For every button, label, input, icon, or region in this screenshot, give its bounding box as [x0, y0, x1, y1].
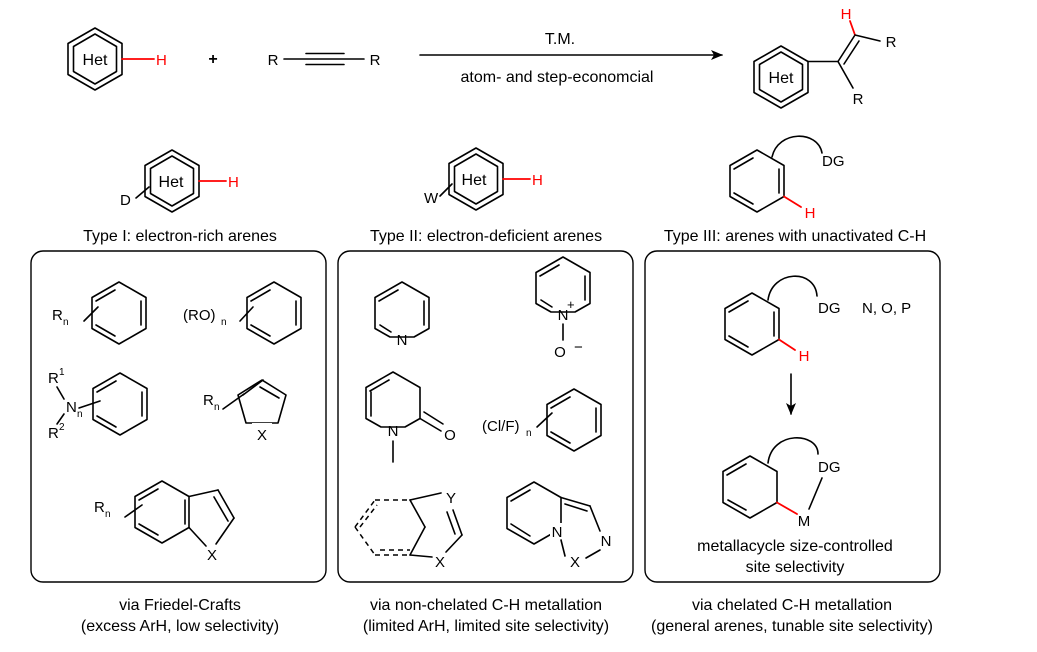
- svg-text:N: N: [601, 533, 612, 550]
- type3-dg: DG: [822, 153, 845, 170]
- panel1-five-membered: R n X: [203, 379, 287, 444]
- svg-text:N: N: [558, 307, 569, 324]
- type1-caption-line2: (excess ArH, low selectivity): [81, 618, 279, 635]
- svg-text:R: R: [52, 307, 63, 324]
- panel2-pyridine-n-oxide: N + O −: [535, 256, 591, 361]
- svg-text:N, O, P: N, O, P: [862, 300, 911, 317]
- svg-text:R: R: [94, 499, 105, 516]
- panel2-pyridone: N O: [365, 371, 456, 463]
- alkyne-r-right: R: [370, 52, 381, 69]
- type2-w: W: [424, 190, 439, 207]
- svg-text:n: n: [63, 317, 69, 328]
- type2-caption-line2: (limited ArH, limited site selectivity): [363, 618, 609, 635]
- panel-type3: [644, 250, 941, 583]
- plus-sign: +: [208, 51, 217, 68]
- reactant-heteroarene: Het H: [67, 27, 167, 91]
- svg-text:n: n: [221, 317, 227, 328]
- reactant-alkyne: R R: [268, 52, 381, 69]
- panel3-caption-line1: metallacycle size-controlled: [697, 538, 893, 555]
- svg-text:O: O: [554, 344, 566, 361]
- type1-het: Het: [159, 174, 184, 191]
- svg-text:(Cl/F): (Cl/F): [482, 418, 520, 435]
- product-h-label: H: [841, 6, 852, 23]
- svg-text:O: O: [444, 427, 456, 444]
- svg-text:1: 1: [59, 367, 65, 378]
- panel3-caption-line2: site selectivity: [746, 559, 845, 576]
- svg-text:2: 2: [59, 422, 65, 433]
- type3-structure: DG H: [729, 135, 845, 222]
- svg-text:n: n: [105, 509, 111, 520]
- type1-h: H: [228, 174, 239, 191]
- svg-text:N: N: [66, 399, 77, 416]
- svg-text:n: n: [77, 409, 83, 420]
- svg-text:M: M: [798, 513, 811, 530]
- type1-structure: H Het D: [120, 149, 239, 213]
- type3-h: H: [805, 205, 816, 222]
- type1-d: D: [120, 192, 131, 209]
- panel-type1: [30, 250, 327, 583]
- svg-text:n: n: [526, 428, 532, 439]
- svg-text:N: N: [388, 423, 399, 440]
- panel2-pyrido-fused: N X N: [506, 481, 612, 571]
- alkyne-r-left: R: [268, 52, 279, 69]
- type3-title: Type III: arenes with unactivated C-H: [664, 228, 926, 245]
- svg-text:+: +: [567, 297, 575, 312]
- type3-caption-line2: (general arenes, tunable site selectivit…: [651, 618, 933, 635]
- arrow-label-above: T.M.: [545, 31, 575, 48]
- svg-text:DG: DG: [818, 300, 841, 317]
- svg-text:X: X: [207, 547, 217, 564]
- type3-caption-line1: via chelated C-H metallation: [692, 597, 892, 614]
- type2-h: H: [532, 172, 543, 189]
- svg-text:(RO): (RO): [183, 307, 216, 324]
- product-alkene: Het H R R: [753, 6, 897, 109]
- svg-text:H: H: [799, 348, 810, 365]
- product-r-bottom: R: [853, 91, 864, 108]
- panel2-halobenzene: (Cl/F) n: [482, 388, 602, 452]
- h-label: H: [156, 52, 167, 69]
- panel1-alkoxybenzene: (RO) n: [183, 281, 302, 345]
- svg-text:R: R: [203, 392, 214, 409]
- svg-text:−: −: [574, 339, 583, 356]
- svg-text:DG: DG: [818, 459, 841, 476]
- product-r-top: R: [886, 34, 897, 51]
- product-het-label: Het: [769, 70, 794, 87]
- svg-text:X: X: [435, 554, 445, 571]
- svg-text:N: N: [552, 524, 563, 541]
- panel1-aniline: N n R 1 R 2: [48, 367, 148, 442]
- panel1-alkylbenzene: R n: [52, 281, 147, 345]
- type2-caption-line1: via non-chelated C-H metallation: [370, 597, 602, 614]
- svg-text:N: N: [397, 332, 408, 349]
- panel2-fused-dashed: Y X: [354, 490, 463, 571]
- type1-title: Type I: electron-rich arenes: [83, 228, 277, 245]
- type1-caption-line1: via Friedel-Crafts: [119, 597, 241, 614]
- type2-title: Type II: electron-deficient arenes: [370, 228, 602, 245]
- svg-text:R: R: [48, 370, 59, 387]
- arrow-label-below: atom- and step-economcial: [461, 69, 654, 86]
- svg-text:Y: Y: [446, 490, 456, 507]
- svg-text:X: X: [570, 554, 580, 571]
- type2-structure: H Het W: [424, 147, 543, 211]
- panel-type2: [337, 250, 634, 583]
- reaction-arrow: T.M. atom- and step-economcial: [419, 31, 723, 86]
- type2-het: Het: [462, 172, 487, 189]
- panel3-substrate: DG N, O, P H: [724, 275, 911, 365]
- svg-text:n: n: [214, 402, 220, 413]
- panel2-pyridine: N: [374, 281, 430, 349]
- svg-text:R: R: [48, 425, 59, 442]
- svg-text:X: X: [257, 427, 267, 444]
- panel3-metallacycle: DG M: [722, 437, 841, 530]
- het-label: Het: [83, 52, 108, 69]
- panel1-benzo-fused: X R n: [94, 480, 235, 564]
